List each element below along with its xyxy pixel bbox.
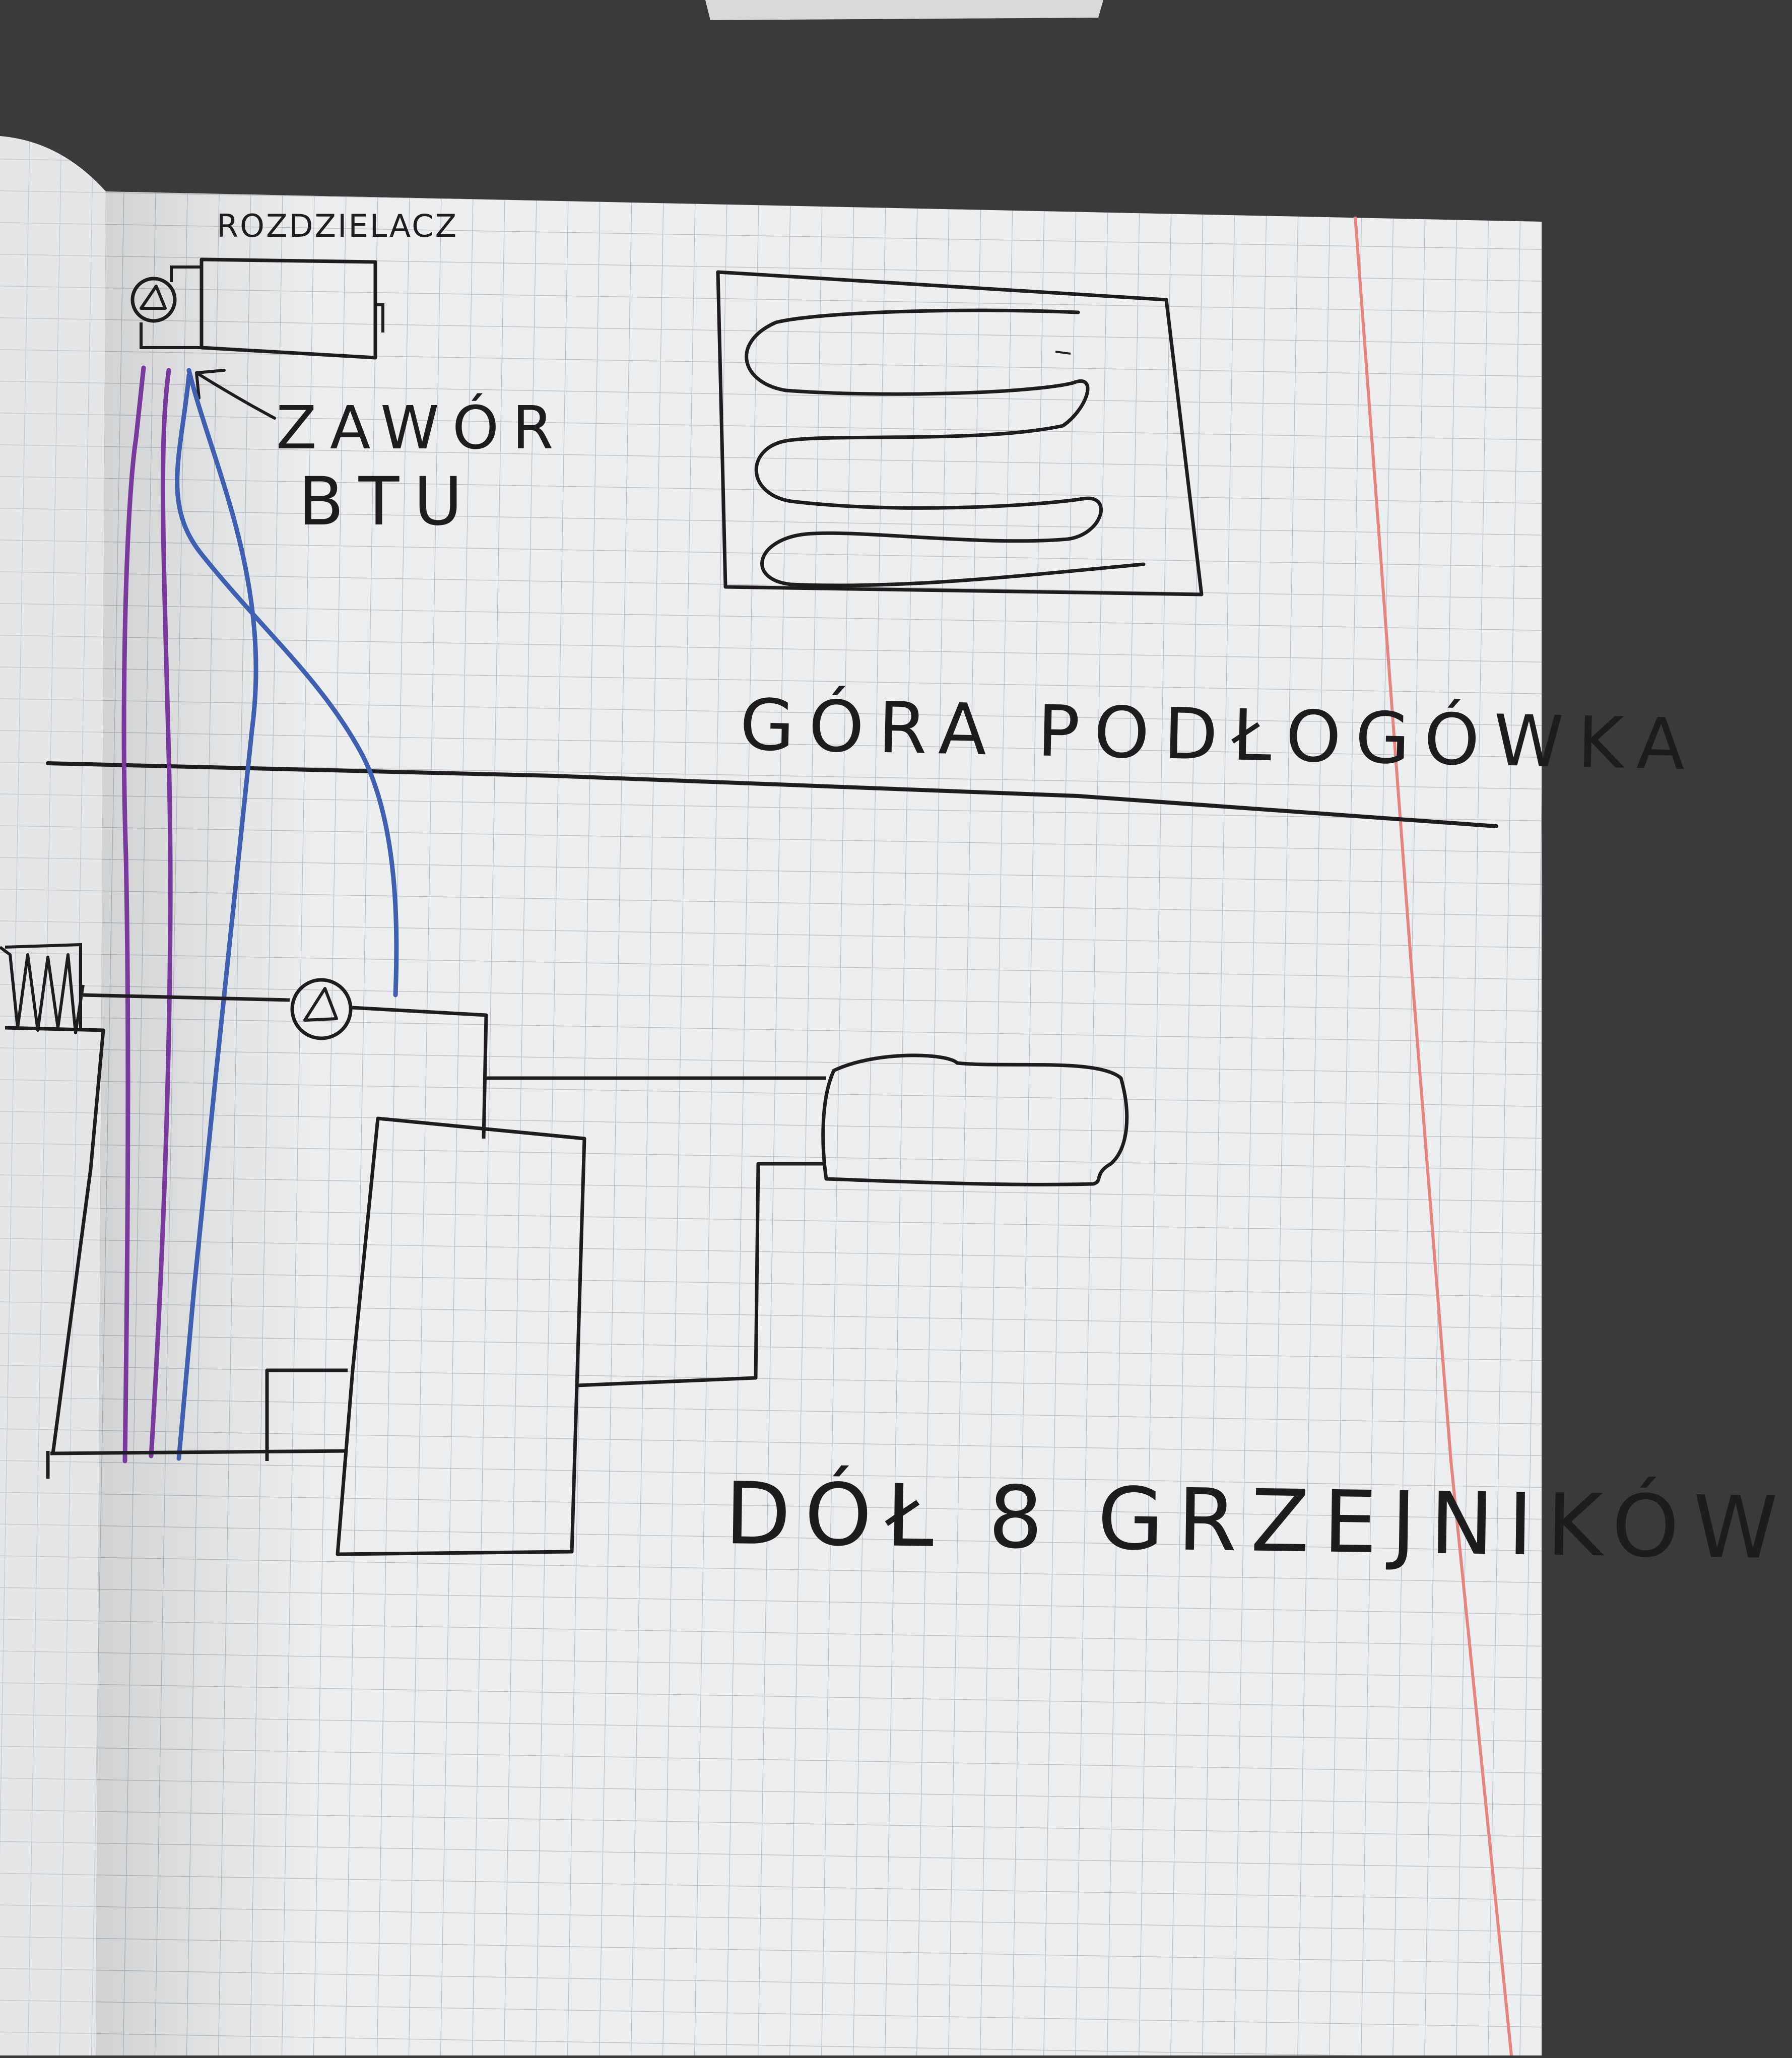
upper-floor-label: GÓRA PODŁOGÓWKA bbox=[739, 684, 1700, 786]
floor-divider-line bbox=[46, 761, 1498, 828]
stray-mark bbox=[1055, 351, 1071, 355]
manifold-box bbox=[200, 257, 377, 360]
boiler-loop-line bbox=[5, 1026, 105, 1479]
supply-line-to-pump bbox=[83, 993, 290, 1002]
coil-heater-body bbox=[5, 943, 82, 1028]
hand-drawn-heating-diagram bbox=[0, 0, 1542, 2056]
lower-floor-label: DÓŁ 8 GRZEJNIKÓW bbox=[724, 1464, 1792, 1579]
device-edge bbox=[705, 0, 1103, 20]
margin-line bbox=[1354, 216, 1513, 2056]
manifold-side-mark bbox=[375, 303, 384, 333]
pump-outlet-line bbox=[351, 1006, 488, 1139]
underfloor-heating-loop bbox=[745, 308, 1146, 587]
left-page-grid bbox=[0, 136, 106, 2055]
lower-pump-icon bbox=[290, 978, 353, 1040]
valve-label: ZAWÓR bbox=[276, 393, 567, 462]
underfloor-heating-frame bbox=[716, 270, 1204, 596]
manifold-pump-icon bbox=[130, 277, 177, 323]
valve-type-label: BTU bbox=[298, 463, 477, 541]
valve-pointer-arrow-icon bbox=[195, 369, 276, 420]
pump-bracket bbox=[140, 265, 202, 349]
tank-inlet-bracket bbox=[265, 1368, 348, 1461]
radiator-group-box bbox=[821, 1053, 1129, 1186]
supply-pipe-1 bbox=[121, 365, 146, 1464]
page-shading bbox=[96, 191, 1542, 2055]
supply-pipe-2 bbox=[149, 368, 173, 1458]
return-pipe-1 bbox=[176, 368, 258, 1461]
bottom-collector-line bbox=[50, 1449, 348, 1455]
return-pipe-2 bbox=[175, 373, 399, 998]
boiler-tank bbox=[336, 1116, 586, 1556]
tank-return-line bbox=[576, 1162, 826, 1387]
coil-heater-icon bbox=[0, 946, 85, 1034]
manifold-label: ROZDZIELACZ bbox=[217, 208, 458, 244]
